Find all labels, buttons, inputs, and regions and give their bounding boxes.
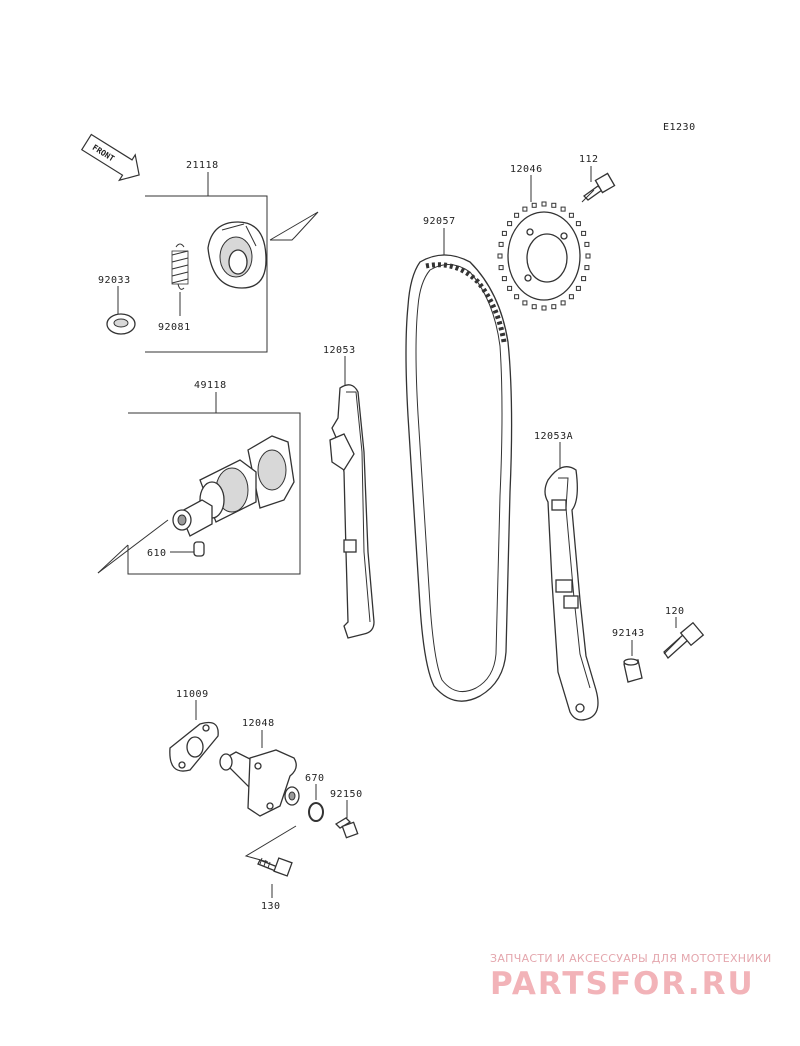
group-49118: 49118 [97,380,301,575]
tensioner-12048: 12048 [219,718,300,817]
group-21118: 21118 [145,160,319,353]
shim-92033: 92033 [98,275,136,335]
gasket-11009: 11009 [169,689,219,772]
label-112: 112 [579,154,599,165]
sprocket-tooth [560,206,566,212]
sprocket-tooth [541,305,547,311]
sprocket-tooth [584,241,590,247]
label-12053A: 12053A [534,431,573,442]
sprocket-tooth [498,265,504,271]
decomp-weight [207,221,267,289]
watermark-brand: PARTSFOR.RU [490,966,755,1002]
sprocket-tooth [531,304,537,310]
sprocket-tooth [575,285,581,291]
sprocket-tooth [507,285,513,291]
label-92150: 92150 [330,789,363,800]
guide-12053: 12053 [323,345,375,639]
sprocket-tooth [551,202,557,208]
sprocket-tooth [501,276,507,282]
label-92057: 92057 [423,216,456,227]
sprocket-tooth [498,241,504,247]
front-arrow-icon: FRONT [80,133,140,182]
label-92033: 92033 [98,275,131,286]
sprocket-tooth [560,300,566,306]
guide-12053A: 12053A [534,431,599,721]
sprocket-tooth [541,201,547,207]
camshaft [172,435,295,537]
sprocket-tooth [568,294,574,300]
sprocket-tooth [514,212,520,218]
sprocket-12046: 12046 [497,164,591,311]
label-130: 130 [261,901,281,912]
oring-670: 670 [305,773,325,822]
collar-92143: 92143 [612,628,645,683]
bolt-112: 112 [579,154,616,203]
sprocket-tooth [531,202,537,208]
sprocket-tooth [581,230,587,236]
bolt-130: 130 [244,825,297,912]
sprocket-tooth [575,221,581,227]
sprocket-tooth [584,265,590,271]
label-12053: 12053 [323,345,356,356]
label-670: 670 [305,773,325,784]
label-21118: 21118 [186,160,219,171]
sprocket-tooth [522,206,528,212]
spring-92081: 92081 [158,243,191,333]
sprocket-tooth [581,276,587,282]
sprocket-tooth [501,230,507,236]
diagram-code: E1230 [663,122,696,133]
label-12048: 12048 [242,718,275,729]
label-610: 610 [147,548,167,559]
label-92143: 92143 [612,628,645,639]
label-92081: 92081 [158,322,191,333]
sprocket-tooth [497,253,503,259]
label-12046: 12046 [510,164,543,175]
label-120: 120 [665,606,685,617]
watermark-tagline: ЗАПЧАСТИ И АКСЕССУАРЫ ДЛЯ МОТОТЕХНИКИ [490,952,772,965]
bolt-92150: 92150 [330,789,363,839]
label-49118: 49118 [194,380,227,391]
pin-610: 610 [147,541,205,559]
chain-92057: 92057 [405,216,513,702]
sprocket-tooth [507,221,513,227]
sprocket-tooth [585,253,591,259]
sprocket-tooth [514,294,520,300]
sprocket-tooth [568,212,574,218]
label-11009: 11009 [176,689,209,700]
bolt-120: 120 [663,606,705,659]
sprocket-tooth [522,300,528,306]
sprocket-tooth [551,304,557,310]
